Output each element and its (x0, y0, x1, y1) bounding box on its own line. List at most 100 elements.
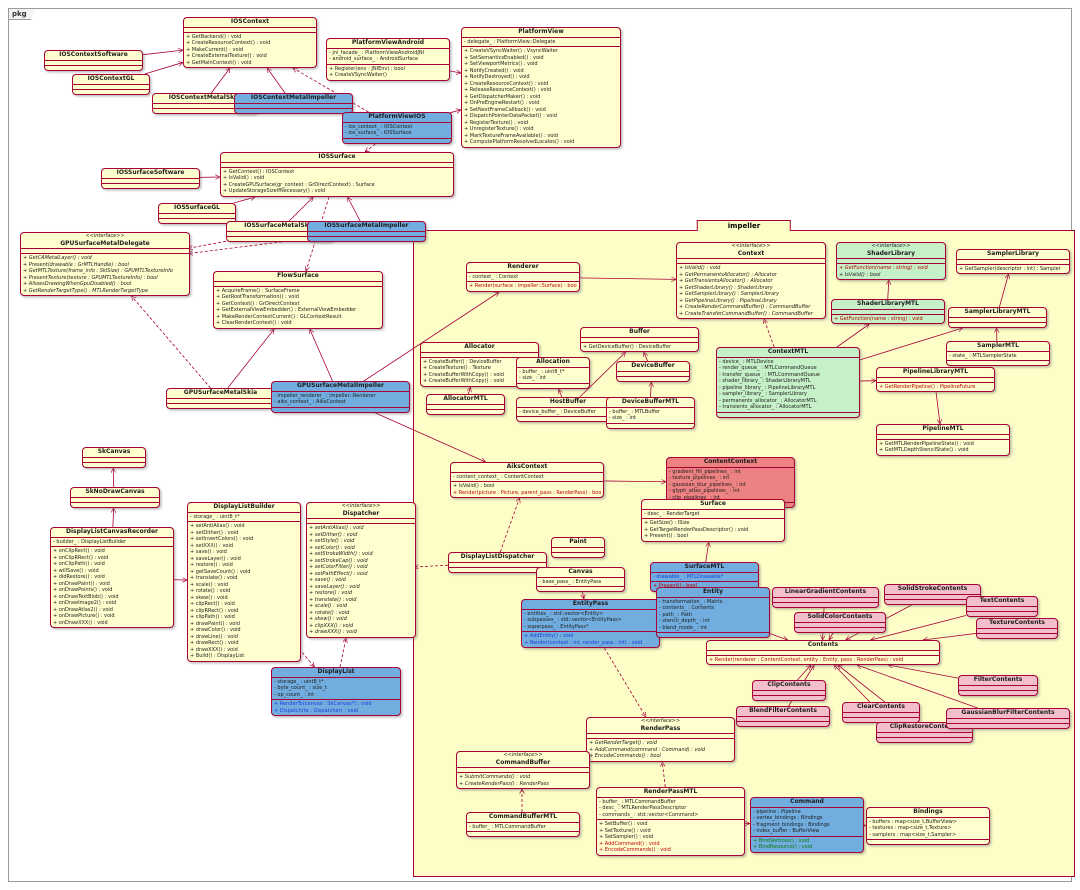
class-device_buffer[interactable]: DeviceBuffer (616, 361, 690, 382)
class-sampler_library_mtl[interactable]: SamplerLibraryMTL (948, 307, 1047, 328)
class-renderer[interactable]: Renderer- context_ : Context+ Render(sur… (466, 262, 580, 292)
class-member: - glyph_atlas_pipelines_ : int (669, 488, 740, 495)
class-sampler_mtl[interactable]: SamplerMTL- state_ : MTLSamplerState (946, 341, 1050, 367)
class-gpu_surface_metal_skia[interactable]: GPUSurfaceMetalSkia (166, 388, 275, 409)
class-aiks_context[interactable]: AiksContext- content_context_ : ContentC… (450, 462, 604, 499)
class-member: + GetContext() : IOSContext (223, 168, 295, 175)
class-name: Context (737, 249, 765, 257)
class-name: Entity (702, 588, 724, 595)
class-member: + drawPaint() : void (190, 620, 240, 627)
class-name: GPUSurfaceMetalDelegate (60, 239, 150, 247)
methods-compartment (102, 182, 199, 188)
class-clear_contents[interactable]: ClearContents (842, 702, 920, 723)
class-member: + drawRect() : void (190, 640, 239, 647)
class-allocator_mtl[interactable]: AllocatorMTL (426, 394, 505, 415)
class-display_list_canvas_recorder[interactable]: DisplayListCanvasRecorder- builder_ : Di… (50, 527, 174, 629)
class-name: HostBuffer (549, 398, 587, 405)
class-context[interactable]: <<interface>>Context+ IsValid() : void+ … (676, 242, 826, 320)
class-shader_library[interactable]: <<interface>>ShaderLibrary+ GetFunction(… (836, 242, 946, 281)
class-ios_context[interactable]: IOSContext+ GetBackend() : void+ CreateR… (183, 17, 317, 69)
class-render_pass_mtl[interactable]: RenderPassMTL- buffer_ : MTLCommandBuffe… (596, 787, 745, 856)
class-entity[interactable]: Entity- transformation_ : Matrix- conten… (656, 587, 770, 639)
class-member: + SubmitCommands() : void (459, 774, 531, 781)
class-gpu_surface_metal_impeller[interactable]: GPUSurfaceMetalImpeller- impeller_render… (271, 381, 410, 413)
class-member: - contents_ : Contents (659, 605, 714, 612)
class-command[interactable]: Command- pipeline : Pipeline- vertex_bin… (750, 797, 864, 853)
class-ios_surface_metal_impeller[interactable]: IOSSurfaceMetalImpeller (307, 221, 426, 242)
class-platform_view_android[interactable]: PlatformViewAndroid- jni_facade_ : Platf… (326, 38, 450, 81)
class-name: PlatformViewIOS (368, 113, 426, 120)
methods-compartment (83, 461, 145, 467)
class-linear_gradient_contents[interactable]: LinearGradientContents (772, 587, 879, 608)
class-pipeline_mtl[interactable]: PipelineMTL+ GetMTLRenderPipelineState()… (876, 424, 1010, 456)
class-member: - transfer_queue_ : MTLCommandQueue (719, 371, 820, 378)
class-flow_surface[interactable]: FlowSurface+ AcquireFrame() : SurfaceFra… (213, 271, 383, 329)
class-shader_library_mtl[interactable]: ShaderLibraryMTL+ GetFunction(name : str… (831, 299, 945, 325)
class-pipeline_library_mtl[interactable]: PipelineLibraryMTL+ GetRenderPipeline() … (876, 367, 995, 393)
class-ios_surface_gl[interactable]: IOSSurfaceGL (158, 203, 236, 224)
class-filter_contents[interactable]: FilterContents (958, 675, 1038, 696)
class-blend_filter_contents[interactable]: BlendFilterContents (736, 706, 830, 727)
attributes-compartment: - storage_ : uint8_t*- byte_count_ : siz… (272, 676, 400, 700)
class-command_buffer[interactable]: <<interface>>CommandBuffer+ SubmitComman… (456, 751, 590, 790)
methods-compartment: + SetBuffer() : void+ SetTexture() : voi… (597, 819, 744, 855)
class-ios_context_software[interactable]: IOSContextSoftware (44, 50, 143, 71)
methods-compartment (272, 406, 409, 412)
class-ios_context_gl[interactable]: IOSContextGL (72, 74, 150, 95)
class-command_buffer_mtl[interactable]: CommandBufferMTL- buffer_ : MTLCommandBu… (466, 812, 580, 838)
attributes-compartment: - context_ : Context (467, 271, 579, 282)
class-texture_contents[interactable]: TextureContents (976, 618, 1058, 639)
class-ios_surface_software[interactable]: IOSSurfaceSoftware (101, 168, 200, 189)
methods-compartment (795, 626, 885, 632)
class-ios_context_metal_skia[interactable]: IOSContextMetalSkia (152, 93, 257, 114)
class-sk_no_draw_canvas[interactable]: SkNoDrawCanvas (70, 487, 160, 508)
class-member: + Build() : DisplayList (190, 653, 245, 660)
attributes-compartment: - jni_facade_ : PlatformViewAndroidJNI- … (327, 47, 449, 64)
class-name: IOSContextMetalSkia (168, 94, 241, 101)
class-sampler_library[interactable]: SamplerLibrary+ GetSampler(descriptor : … (956, 249, 1070, 275)
class-ios_surface[interactable]: IOSSurface+ GetContext() : IOSContext+ I… (220, 152, 454, 197)
class-platform_view_ios[interactable]: PlatformViewIOS- ios_context_ : IOSConte… (342, 112, 452, 144)
attributes-compartment: - buffer_ : MTLBuffer- size_ : int (607, 406, 694, 423)
class-dispatcher[interactable]: <<interface>>Dispatcher+ setAntiAlias() … (306, 502, 416, 638)
attributes-compartment (877, 731, 972, 737)
class-name: SkCanvas (97, 448, 131, 455)
methods-compartment (517, 416, 619, 421)
class-name: Surface (700, 500, 726, 507)
class-display_list_dispatcher[interactable]: DisplayListDispatcher (448, 552, 547, 573)
class-name: ClearContents (857, 703, 905, 710)
class-context_mtl[interactable]: ContextMTL- device_ : MTLDevice- render_… (716, 347, 860, 418)
class-ios_context_metal_impeller[interactable]: IOSContextMetalImpeller (234, 93, 353, 114)
class-member: + BindResource() : void (753, 844, 813, 851)
class-display_list_builder[interactable]: DisplayListBuilder- storage_ : uint8_t*+… (187, 502, 301, 662)
class-allocation[interactable]: Allocation- buffer_ : uint8_t*- size_ : … (516, 357, 590, 389)
methods-compartment (947, 722, 1069, 728)
class-member: + restore() : void (309, 590, 353, 597)
class-solid_color_contents[interactable]: SolidColorContents (794, 612, 886, 633)
class-device_buffer_mtl[interactable]: DeviceBufferMTL- buffer_ : MTLBuffer- si… (606, 397, 695, 429)
class-member: - base_pass_ : EntityPass (539, 578, 602, 585)
class-text_contents[interactable]: TextContents (966, 596, 1038, 617)
class-host_buffer[interactable]: HostBuffer- device_buffer_ : DeviceBuffe… (516, 397, 620, 423)
class-paint[interactable]: Paint (551, 537, 605, 558)
class-display_list[interactable]: DisplayList- storage_ : uint8_t*- byte_c… (271, 667, 401, 717)
class-sk_canvas[interactable]: SkCanvas (82, 447, 146, 468)
attributes-compartment (581, 336, 698, 342)
class-surface[interactable]: Surface- desc_ : RenderTarget+ GetSize()… (641, 499, 785, 542)
class-solid_stroke_contents[interactable]: SolidStrokeContents (884, 584, 981, 605)
class-member: - transients_allocator_ : AllocatorMTL (719, 404, 812, 411)
attributes-compartment (949, 316, 1046, 322)
class-gaussian_blur_filter_contents[interactable]: GaussianBlurFilterContents (946, 708, 1070, 729)
class-entity_pass[interactable]: EntityPass- entities_ : std::vector<Enti… (521, 599, 660, 649)
class-clip_contents[interactable]: ClipContents (752, 680, 826, 701)
class-render_pass[interactable]: <<interface>>RenderPass+ GetRenderTarget… (586, 717, 735, 762)
class-buffer[interactable]: Buffer+ GetDeviceBuffer() : DeviceBuffer (580, 327, 699, 353)
class-member: - buffers : map<size_t,BufferView> (869, 818, 958, 825)
class-surface_mtl[interactable]: SurfaceMTL- drawable_ : MTLDrawable*+ Pr… (650, 562, 759, 592)
class-bindings[interactable]: Bindings- buffers : map<size_t,BufferVie… (866, 807, 990, 846)
class-gpu_surface_metal_delegate[interactable]: <<interface>>GPUSurfaceMetalDelegate+ Ge… (20, 232, 190, 297)
class-contents[interactable]: Contents+ Render(renderer : ContentConte… (706, 640, 940, 666)
class-canvas[interactable]: Canvas- base_pass_ : EntityPass (536, 567, 625, 593)
attributes-compartment (773, 596, 878, 602)
class-platform_view[interactable]: PlatformView- delegate_ : PlatformView::… (461, 27, 621, 148)
